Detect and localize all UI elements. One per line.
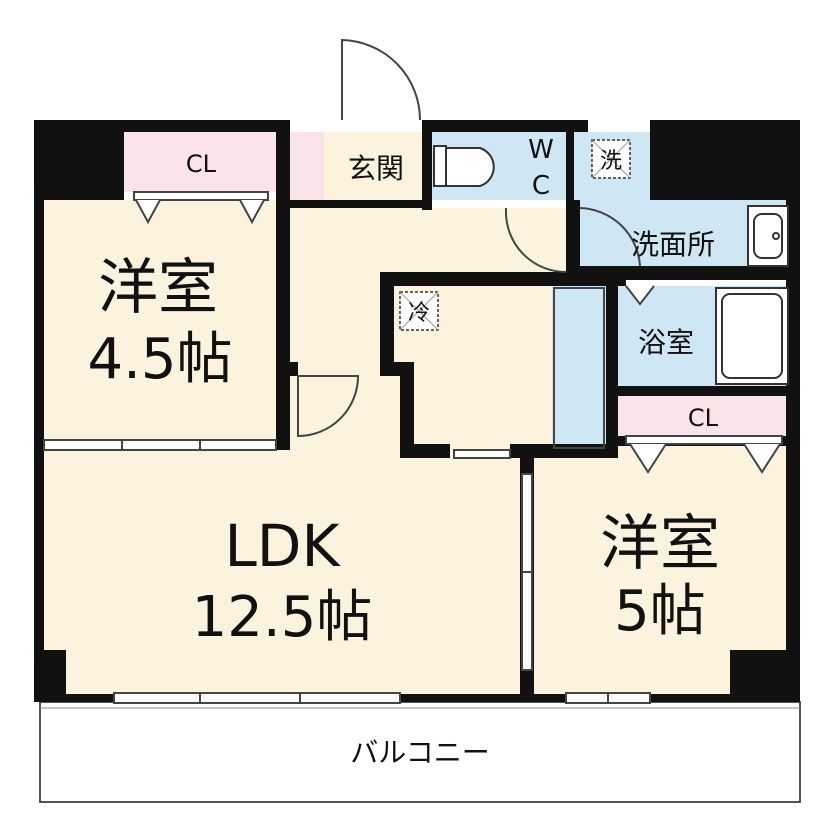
fridge-mark: 冷 xyxy=(408,301,430,326)
closet-b-label: CL xyxy=(688,404,719,432)
washroom-label: 洗面所 xyxy=(631,228,715,261)
washer-mark: 洗 xyxy=(600,149,622,174)
balcony-label: バルコニー xyxy=(350,736,489,769)
closet-a-label: CL xyxy=(186,150,217,178)
room-fill-western-a xyxy=(44,200,278,448)
western-room-b-name: 洋室 xyxy=(600,509,720,579)
bath-door xyxy=(625,285,655,306)
room-fill-hall xyxy=(290,278,382,362)
western-room-b-size: 5帖 xyxy=(614,579,706,644)
washer-icon: 洗 xyxy=(591,139,631,179)
toilet-icon xyxy=(433,145,495,187)
closet-a-fill xyxy=(124,132,278,192)
entrance-shoe-area xyxy=(290,132,324,202)
fridge-icon: 冷 xyxy=(399,291,439,331)
wc-label-line1: W xyxy=(528,135,554,165)
windows xyxy=(43,439,651,704)
room-fill-corridor xyxy=(290,208,566,278)
kitchen-counter-fill xyxy=(552,286,606,452)
western-room-a-size: 4.5帖 xyxy=(87,327,232,392)
wc-label-line2: C xyxy=(532,171,550,201)
closet-a-doors xyxy=(133,191,269,225)
room-fill-entrance xyxy=(324,132,422,202)
western-room-a-name: 洋室 xyxy=(98,253,218,323)
doors xyxy=(297,38,641,459)
bathtub-icon xyxy=(715,287,789,385)
bathroom-label: 浴室 xyxy=(638,326,694,359)
closet-b-doors xyxy=(625,435,783,474)
washbasin-icon xyxy=(747,205,789,267)
ldk-size: 12.5帖 xyxy=(192,585,373,650)
entrance-label: 玄関 xyxy=(348,152,404,185)
balcony-outline xyxy=(39,701,801,803)
room-fill-ldk xyxy=(44,448,528,694)
closet-b-fill xyxy=(616,396,788,436)
ldk-name: LDK xyxy=(224,512,341,580)
kitchen-counter xyxy=(553,287,605,449)
